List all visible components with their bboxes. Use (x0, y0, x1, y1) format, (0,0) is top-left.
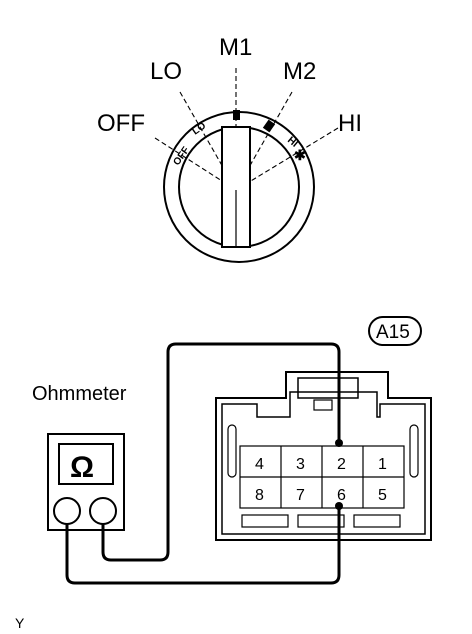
bottom-tab-right (353, 514, 401, 528)
lock-tab (297, 377, 359, 399)
lock-latch (313, 399, 333, 411)
bottom-tab-middle (297, 514, 345, 528)
figure-code: Y (15, 615, 25, 631)
pin-2: 2 (337, 456, 346, 473)
connector-id-badge (368, 316, 422, 346)
ring-label-lo: LO (190, 120, 208, 137)
probe-jack-left (53, 497, 81, 525)
probe-contact-pin-2 (335, 439, 343, 447)
m2-marker (262, 119, 276, 133)
position-label-m1: M1 (219, 34, 252, 61)
pin-grid (239, 445, 405, 509)
test-lead-to-pin-6 (65, 506, 341, 585)
connector-id: A15 (376, 322, 410, 343)
pin-4: 4 (255, 456, 264, 473)
connector-a15: A15 4 3 2 1 8 7 6 5 (215, 316, 432, 541)
position-label-lo: LO (150, 58, 182, 85)
ohmmeter-display (58, 443, 114, 485)
position-label-hi: HI (338, 110, 362, 137)
blower-switch: OFF LO M1 M2 HI OFF LO HI ✱ (97, 34, 362, 263)
right-slot (409, 424, 419, 478)
snowflake-icon: ✱ (294, 147, 306, 163)
position-label-off: OFF (97, 110, 145, 137)
left-slot (227, 424, 237, 478)
pin-7: 7 (296, 487, 305, 504)
pin-8: 8 (255, 487, 264, 504)
ohm-symbol-icon: Ω (70, 451, 94, 484)
test-lead-to-pin-2 (101, 342, 341, 562)
test-leads (65, 342, 343, 585)
position-label-m2: M2 (283, 58, 316, 85)
m1-marker (233, 110, 240, 120)
pin-6: 6 (337, 487, 346, 504)
pin-5: 5 (378, 487, 387, 504)
pin-1: 1 (378, 456, 387, 473)
connector-housing (215, 371, 432, 541)
probe-contact-pin-6 (335, 502, 343, 510)
ohmmeter: Ohmmeter Ω (32, 383, 127, 531)
bottom-tab-left (241, 514, 289, 528)
ohmmeter-body (47, 433, 125, 531)
ohmmeter-label: Ohmmeter (32, 383, 127, 405)
probe-jack-right (89, 497, 117, 525)
connector-housing-inner (221, 391, 426, 535)
pin-3: 3 (296, 456, 305, 473)
